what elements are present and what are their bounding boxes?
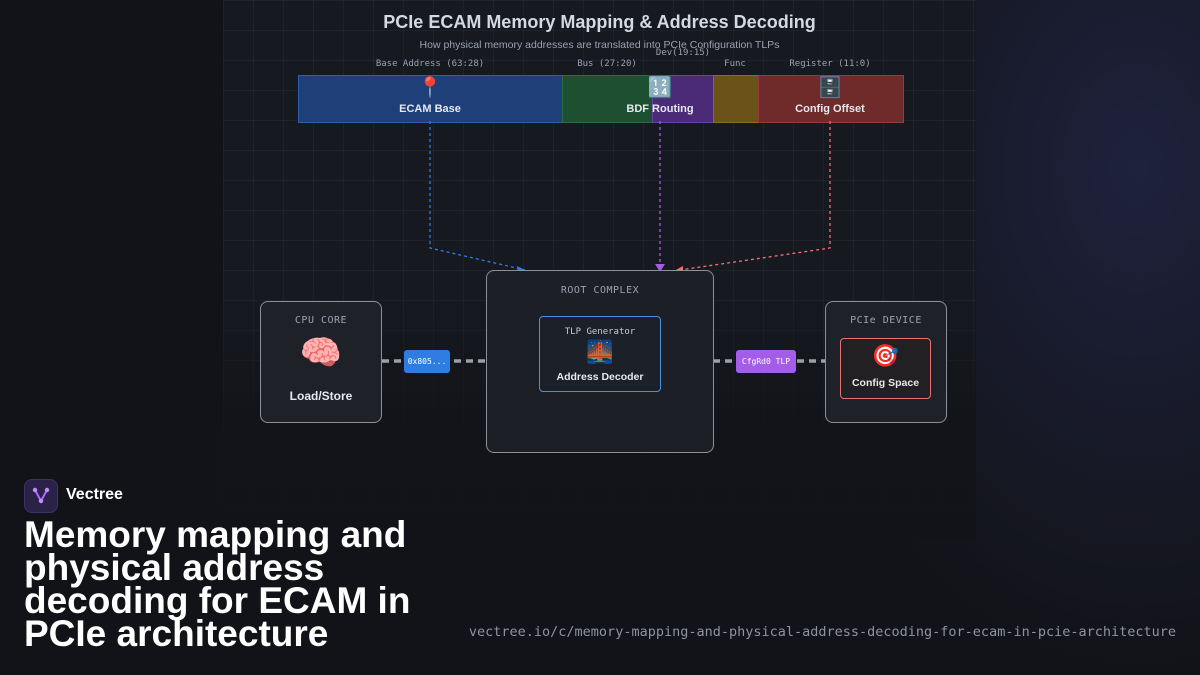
root-complex-header: ROOT COMPLEX (560, 285, 640, 296)
segment-label-ecam-base: ECAM Base (399, 103, 461, 115)
numbers-icon: 🔢 (647, 77, 673, 99)
headline: Memory mapping and physical address deco… (24, 514, 411, 654)
bdf-arrowhead (655, 264, 665, 272)
offset-to-rc-line (679, 121, 831, 271)
segment-label-bdf-routing: BDF Routing (626, 103, 694, 115)
field-label-base: Base Address (63:28) (375, 59, 485, 69)
bridge-icon: 🌉 (586, 339, 614, 364)
diagram-subtitle: How physical memory addresses are transl… (419, 39, 780, 51)
pin-icon: 📍 (417, 77, 443, 99)
address-pill: 0x805... (404, 350, 450, 373)
address-decoder-box: TLP Generator 🌉 Address Decoder (539, 316, 661, 392)
tlp-generator-label: TLP Generator (564, 327, 636, 337)
segment-device (652, 75, 715, 123)
root-complex-box: ROOT COMPLEX TLP Generator 🌉 Address Dec… (486, 270, 714, 453)
config-space-label: Config Space (851, 377, 920, 389)
target-icon: 🎯 (871, 343, 900, 368)
file-cabinet-icon: 🗄️ (817, 77, 843, 99)
pcie-device-box: PCIe DEVICE 🎯 Config Space (825, 301, 947, 423)
cpu-core-label: Load/Store (289, 389, 353, 403)
diagram-title: PCIe ECAM Memory Mapping & Address Decod… (383, 12, 816, 32)
segment-label-config-offset: Config Offset (795, 103, 865, 115)
field-label-register: Register (11:0) (789, 59, 871, 69)
tlp-pill: CfgRd0 TLP (736, 350, 796, 373)
config-space-box: 🎯 Config Space (840, 338, 931, 399)
pcie-device-header: PCIe DEVICE (850, 315, 922, 326)
address-decoder-label: Address Decoder (556, 371, 644, 383)
base-to-rc-line (429, 121, 526, 271)
page-url[interactable]: vectree.io/c/memory-mapping-and-physical… (468, 624, 1176, 640)
field-label-bus: Bus (27:20) (577, 59, 637, 69)
cpu-core-box: CPU CORE 🧠 Load/Store (260, 301, 382, 423)
brand-name: Vectree (66, 486, 123, 503)
field-label-func: Func (724, 59, 746, 69)
cpu-core-header: CPU CORE (294, 315, 348, 326)
vectree-logo-icon (24, 479, 58, 513)
brain-icon: 🧠 (299, 334, 343, 372)
segment-register (758, 75, 904, 123)
field-label-dev: Dev(19:15) (655, 48, 711, 58)
segment-ecam-base (298, 75, 564, 123)
